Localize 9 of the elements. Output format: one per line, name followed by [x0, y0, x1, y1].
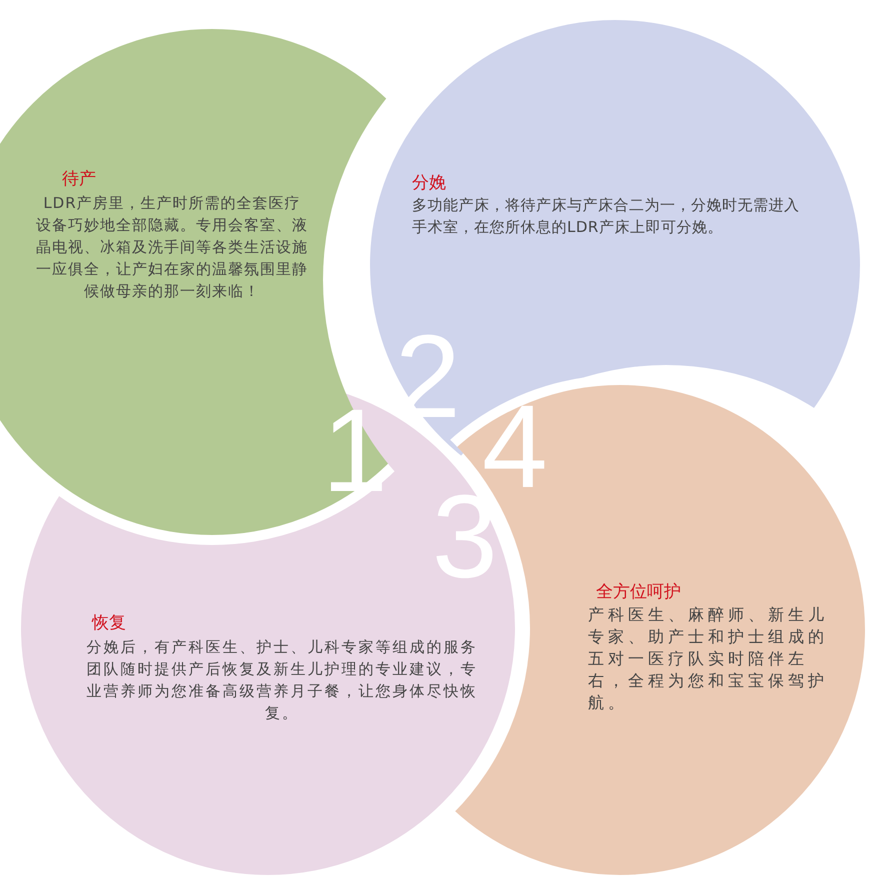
description-text: 产科医生、麻醉师、新生儿专家、助产士和护士组成的五对一医疗队实时陪伴左右，全程为您和宝宝保驾护航。	[588, 604, 829, 714]
section-heading: 分娩	[412, 172, 446, 194]
description-text: 多功能产床，将待产床与产床合二为一，分娩时无需进入手术室，在您所休息的LDR产床上即可分娩。	[412, 195, 800, 238]
section-heading: 全方位呵护	[596, 581, 681, 603]
description-text: 分娩后，有产科医生、护士、儿科专家等组成的服务团队随时提供产后恢复及新生儿护理的专业建议，专业营养师为您准备高级营养月子餐，让您身体尽快恢复。	[86, 637, 478, 724]
section-heading: 待产	[62, 168, 96, 190]
description-text: LDR产房里，生产时所需的全套医疗设备巧妙地全部隐藏。专用会客室、液晶电视、冰箱及洗手间等各类生活设施一应俱全，让产妇在家的温馨氛围里静候做母亲的那一刻来临！	[36, 193, 308, 302]
step-number: 4	[482, 388, 548, 506]
section-heading: 恢复	[92, 612, 126, 634]
